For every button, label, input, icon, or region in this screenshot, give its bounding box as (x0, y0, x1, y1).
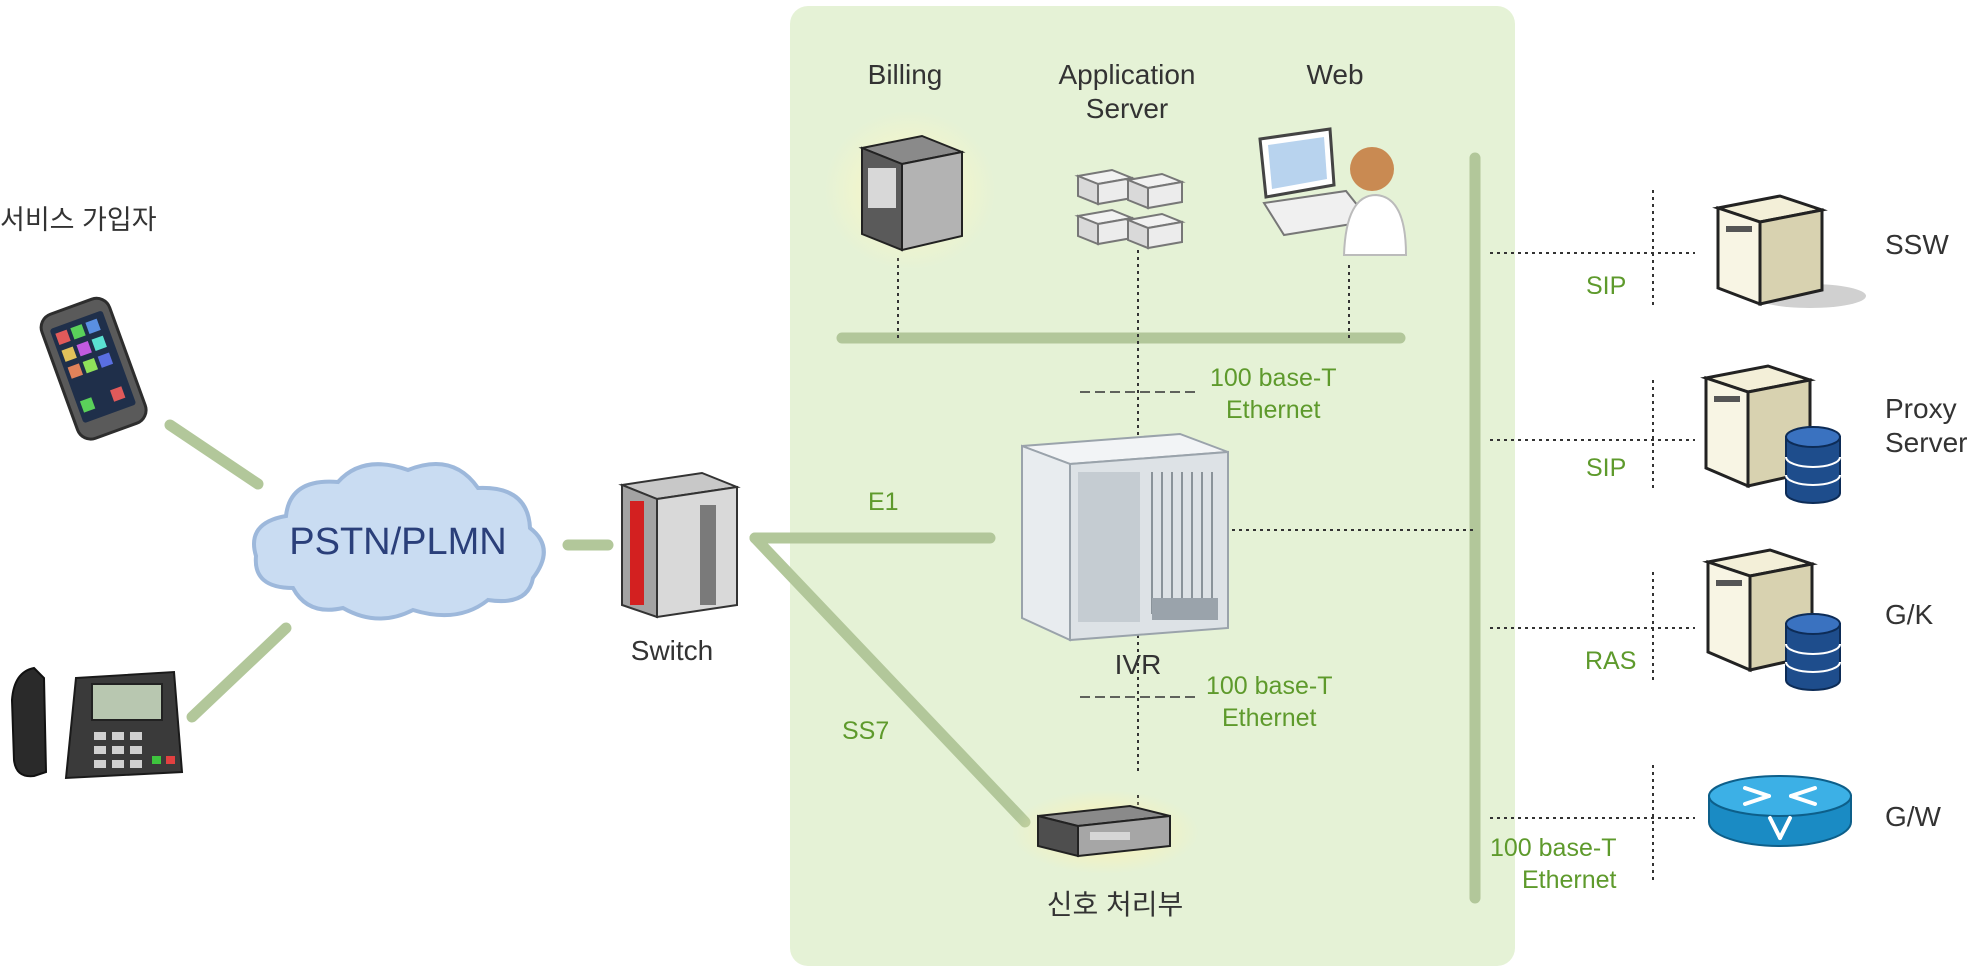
link-deskphone-cloud (186, 622, 292, 723)
database-icon (1785, 613, 1841, 691)
ethernet-top-label: 100 base-T Ethernet (1210, 364, 1337, 424)
gk-label: G/K (1885, 599, 1934, 630)
ivr-cabinet-icon (1021, 432, 1229, 642)
sip-ssw-label: SIP (1586, 272, 1627, 300)
e1-label: E1 (868, 488, 899, 516)
smartphone-icon (39, 296, 148, 441)
switch-icon (618, 471, 741, 619)
ssw-server-icon (1712, 194, 1866, 308)
link-ss7 (749, 532, 1031, 828)
billing-server-icon (824, 110, 996, 270)
signal-unit-icon (1011, 790, 1199, 874)
signal-unit-label: 신호 처리부 (1046, 889, 1184, 920)
ivr-label: IVR (1114, 649, 1162, 680)
cloud-label: PSTN/PLMN (289, 521, 507, 563)
switch-label: Switch (630, 635, 714, 666)
gw-router-icon (1708, 775, 1852, 847)
ssw-label: SSW (1885, 229, 1949, 260)
subscriber-label: 서비스 가입자 (0, 205, 157, 235)
web-label: Web (1306, 59, 1364, 90)
ras-label: RAS (1585, 647, 1637, 675)
billing-label: Billing (867, 59, 943, 90)
ethernet-mid-label: 100 base-T Ethernet (1206, 672, 1333, 732)
sip-proxy-label: SIP (1586, 454, 1627, 482)
web-user-icon (1258, 127, 1408, 256)
proxy-label: Proxy Server (1885, 393, 1968, 458)
desk-phone-icon (10, 666, 184, 780)
cloud-icon (252, 462, 546, 621)
application-server-label: Application Server (1058, 59, 1196, 124)
database-icon (1785, 426, 1841, 504)
ethernet-gw-label: 100 base-T Ethernet (1490, 834, 1617, 894)
gw-label: G/W (1885, 801, 1941, 832)
application-server-icon (1074, 168, 1186, 250)
link-phone-cloud (164, 419, 264, 490)
ss7-label: SS7 (842, 717, 890, 745)
